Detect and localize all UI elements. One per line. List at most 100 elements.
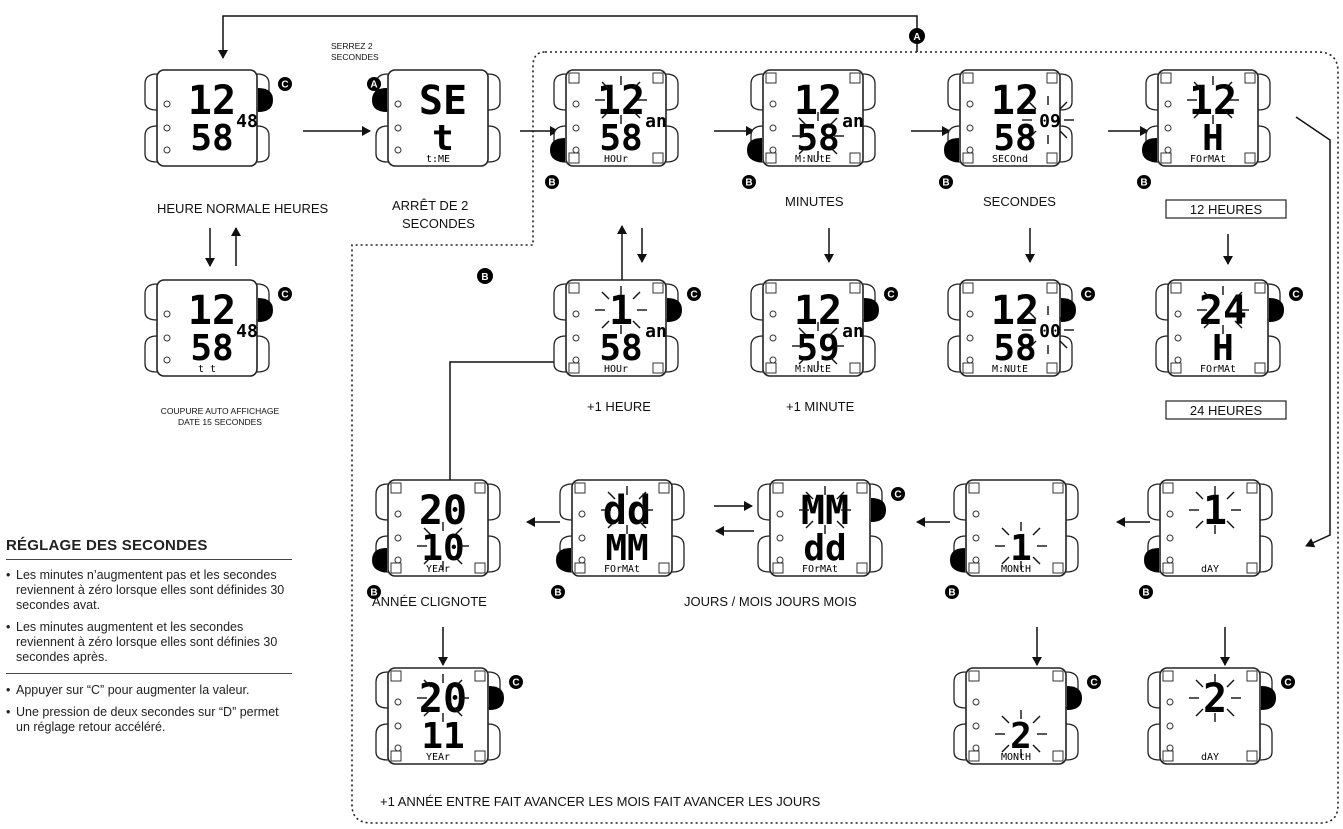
lcd-bottom: 58 [993, 328, 1036, 369]
svg-text:B: B [1140, 178, 1147, 189]
button-b-marker-icon: B [545, 175, 559, 189]
lcd-bottom: 58 [993, 118, 1036, 159]
panel-item-4: Une pression de deux secondes sur “D” pe… [6, 705, 292, 735]
format-24-box [1165, 400, 1287, 420]
lcd-top: 12 [991, 288, 1039, 334]
button-b-marker-icon: B [551, 585, 565, 599]
pressed-button-c-icon [1061, 298, 1076, 322]
lcd-side: 00 [1039, 321, 1061, 342]
svg-text:B: B [745, 178, 752, 189]
pressed-button-c-icon [871, 498, 886, 522]
lcd-mode: FOrMAt [1200, 364, 1236, 375]
lcd-bottom: 2 [1010, 716, 1032, 757]
lcd-mode: M:NUtE [795, 364, 831, 375]
lcd-mode: dAY [1201, 564, 1219, 575]
lcd-mode: FOrMAt [604, 564, 640, 575]
caption-bottom: +1 ANNÉE ENTRE FAIT AVANCER LES MOIS FAI… [380, 794, 821, 809]
svg-text:B: B [948, 588, 955, 599]
lcd-top: 12 [188, 288, 236, 334]
lcd-bottom: 1 [1010, 528, 1032, 569]
svg-text:A: A [370, 80, 377, 91]
svg-text:C: C [1292, 290, 1299, 301]
lcd-mode: YEAr [426, 564, 450, 575]
panel-title: RÉGLAGE DES SECONDES [6, 538, 292, 560]
caption-arret-2: SECONDES [402, 216, 475, 231]
caption-serrez-2: SECONDES [331, 52, 379, 62]
pressed-button-b-icon [950, 548, 965, 572]
lcd-bottom: H [1212, 328, 1234, 369]
flow-arrows [205, 116, 1331, 666]
lcd-bottom: 58 [599, 328, 642, 369]
lcd-mode: M:NUtE [992, 364, 1028, 375]
lcd-mode: YEAr [426, 752, 450, 763]
caption-24-heures: 24 HEURES [1190, 403, 1263, 418]
button-c-marker-icon: C [891, 487, 905, 501]
lcd-mode: M:NUtE [795, 154, 831, 165]
panel-item-1: Les minutes n’augmentent pas et les seco… [6, 568, 292, 613]
lcd-bottom: t [432, 118, 454, 159]
svg-text:C: C [887, 290, 894, 301]
pressed-button-c-icon [1261, 686, 1276, 710]
lcd-bottom: 58 [190, 118, 233, 159]
button-c-marker-icon: C [1087, 675, 1101, 689]
svg-text:C: C [512, 678, 519, 689]
caption-heure-normale: HEURE NORMALE HEURES [157, 201, 329, 216]
svg-text:B: B [481, 272, 488, 283]
lcd-side: an [842, 111, 864, 132]
button-c-marker-icon: C [1281, 675, 1295, 689]
button-b-marker-icon: B [945, 585, 959, 599]
button-c-marker-icon: C [278, 287, 292, 301]
button-c-marker-icon: C [1289, 287, 1303, 301]
pressed-button-b-icon [556, 548, 571, 572]
svg-text:B: B [548, 178, 555, 189]
svg-text:B: B [942, 178, 949, 189]
lcd-mode: FOrMAt [1190, 154, 1226, 165]
lcd-side: 48 [236, 111, 258, 132]
lcd-mode: dAY [1201, 752, 1219, 763]
pressed-button-c-icon [258, 88, 273, 112]
lcd-bottom: dd [803, 528, 846, 569]
svg-text:C: C [281, 290, 288, 301]
caption-arret-1: ARRÊT DE 2 [392, 198, 468, 213]
button-c-marker-icon: C [278, 77, 292, 91]
lcd-mode: t:ME [426, 154, 450, 165]
caption-jours-mois: JOURS / MOIS JOURS MOIS [684, 594, 857, 609]
svg-text:B: B [1142, 588, 1149, 599]
lcd-bottom: MM [605, 528, 648, 569]
lcd-side: an [842, 321, 864, 342]
button-b-marker-icon: B [367, 585, 381, 599]
caption-coupure-2: DATE 15 SECONDES [178, 417, 262, 427]
button-c-marker-icon: C [1081, 287, 1095, 301]
lcd-mode: FOrMAt [802, 564, 838, 575]
lcd-top: SE [419, 78, 467, 124]
lcd-top: 12 [188, 78, 236, 124]
pressed-button-c-icon [489, 686, 504, 710]
pressed-button-c-icon [864, 298, 879, 322]
button-c-marker-icon: C [509, 675, 523, 689]
caption-annee-clignote: ANNÉE CLIGNOTE [372, 594, 487, 609]
captions: SERREZ 2 SECONDES HEURE NORMALE HEURES A… [157, 41, 1262, 809]
svg-text:B: B [370, 588, 377, 599]
seconds-setting-panel: RÉGLAGE DES SECONDES Les minutes n’augme… [6, 538, 292, 742]
lcd-side: 48 [236, 321, 258, 342]
svg-text:A: A [913, 32, 920, 43]
caption-serrez: SERREZ 2 [331, 41, 373, 51]
lcd-mode: HOUr [604, 154, 628, 165]
lcd-top: 12 [991, 78, 1039, 124]
caption-plus-heure: +1 HEURE [587, 399, 651, 414]
caption-secondes: SECONDES [983, 194, 1056, 209]
lcd-side: an [645, 321, 667, 342]
button-c-marker-icon: C [884, 287, 898, 301]
